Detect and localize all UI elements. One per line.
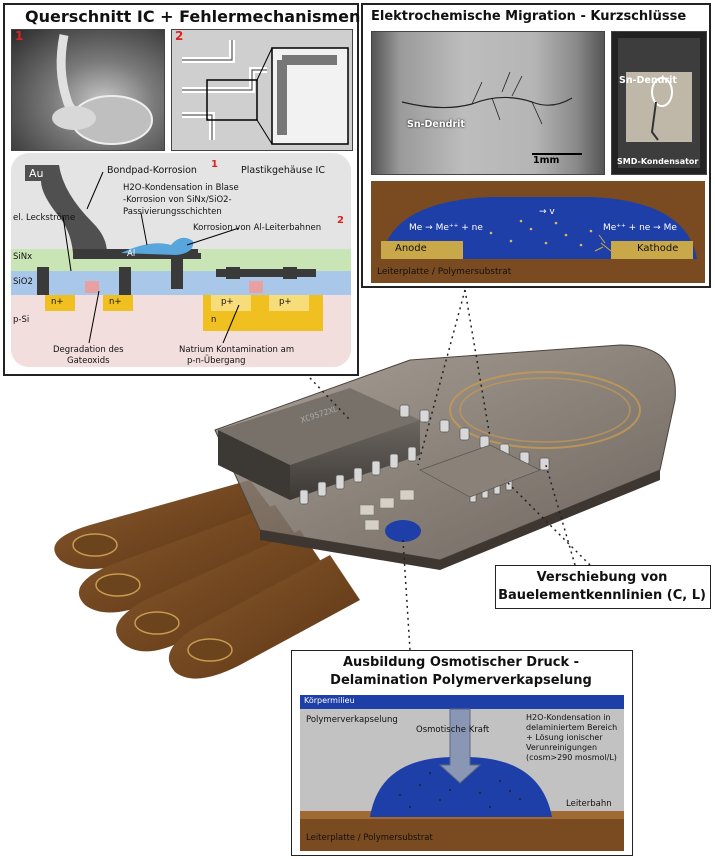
ecm-panel-title: Elektrochemische Migration - Kurzschlüss… [371,9,687,24]
label-scale-1mm: 1mm [533,155,560,166]
osmotic-title-line2: Delamination Polymerverkapselung [330,673,592,688]
ecm-schematic: Me → Me⁺⁺ + ne → v Me⁺⁺ + ne → Me Anode … [371,181,705,283]
osmotic-title-line1: Ausbildung Osmotischer Druck - [342,655,580,670]
micrograph-al-traces [171,29,353,151]
moisture-droplet [385,520,421,542]
smd-component [419,444,541,498]
label-kathode-reaction: Me⁺⁺ + ne → Me [603,223,677,233]
label-natrium-line2: p-n-Übergang [187,356,246,366]
label-sio2: SiO2 [13,277,33,287]
label-n-well: n [211,315,217,325]
label-koerpermilieu: Körpermilieu [304,696,355,705]
label-h2o-osm-line1: H2O-Kondensation in [526,713,611,722]
ic-cross-section-panel: Querschnitt IC + Fehlermechanismen 1 2 [3,3,361,376]
label-velocity: → v [539,207,555,217]
shift-line1: Verschiebung von [536,570,668,585]
label-anode: Anode [395,243,427,254]
connector-lines [309,289,591,651]
label-al-korrosion-number: 2 [337,215,344,226]
label-al: Al [127,249,136,259]
label-h2o-osm-line3: + Lösung ionischer [526,733,603,742]
label-sinx: SiNx [13,252,33,262]
label-al-korrosion: Korrosion von Al-Leiterbahnen [193,223,322,233]
label-p-plus-1: p+ [221,297,234,307]
label-h2o-line1: H2O-Kondensation in Blase [123,183,239,193]
osmotic-panel: Ausbildung Osmotischer Druck - Delaminat… [291,650,633,856]
ic-panel-title: Querschnitt IC + Fehlermechanismen [25,7,361,26]
ic-schematic: Au Bondpad-Korrosion 1 Plastikgehäuse IC… [11,153,351,367]
photo1-number: 1 [15,29,24,43]
label-leiterbahn: Leiterbahn [566,799,612,809]
label-leckstroeme: el. Leckströme [13,213,76,223]
dendrite-micrograph [371,31,605,175]
label-bondpad-number: 1 [211,159,218,170]
antenna-coil [449,371,641,449]
label-ecm-substrate: Leiterplatte / Polymersubstrat [377,267,512,277]
label-sn-dendrit-right: Sn-Dendrit [619,75,677,86]
label-osmotische-kraft: Osmotische Kraft [416,725,490,735]
ecm-panel: Elektrochemische Migration - Kurzschlüss… [361,3,711,288]
label-au: Au [29,167,44,180]
label-sn-dendrit-left: Sn-Dendrit [407,119,465,130]
label-h2o-osm-line4: Verunreinigungen [526,743,598,752]
label-smd-kondensator: SMD-Kondensator [617,157,699,166]
osmotic-schematic: Körpermilieu Polymerverkapselung Osmotis… [300,695,624,851]
label-h2o-osm-line2: delaminiertem Bereich [526,723,618,732]
pcb-fingers [54,480,360,679]
label-polymerverkapselung: Polymerverkapselung [306,715,398,725]
label-degradation-line1: Degradation des [53,345,124,355]
label-p-plus-2: p+ [279,297,292,307]
label-p-si: p-Si [13,315,30,325]
photo2-number: 2 [175,29,184,43]
shift-line2: Bauelementkennlinien (C, L) [498,588,706,603]
sem-photo-bondwire [11,29,165,151]
label-n-plus-1: n+ [51,297,64,307]
ic-chip [218,388,420,500]
smd-capacitor-photo [611,31,707,175]
label-n-plus-2: n+ [109,297,122,307]
label-h2o-line2: -Korrosion von SiNx/SiO2- [123,195,232,205]
label-bondpad-korrosion: Bondpad-Korrosion [107,165,197,176]
label-plastikgehaeuse: Plastikgehäuse IC [241,165,325,176]
label-osm-substrate: Leiterplatte / Polymersubstrat [306,833,433,843]
label-natrium-line1: Natrium Kontamination am [179,345,295,355]
label-anode-reaction: Me → Me⁺⁺ + ne [409,223,483,233]
label-h2o-line3: Passivierungsschichten [123,207,222,217]
label-kathode: Kathode [637,243,679,254]
characteristic-shift-panel: Verschiebung von Bauelementkennlinien (C… [495,565,711,609]
smd-capacitors [359,489,415,531]
label-degradation-line2: Gateoxids [67,356,110,366]
label-h2o-osm-line5: (cosm>290 mosmol/L) [526,753,617,762]
